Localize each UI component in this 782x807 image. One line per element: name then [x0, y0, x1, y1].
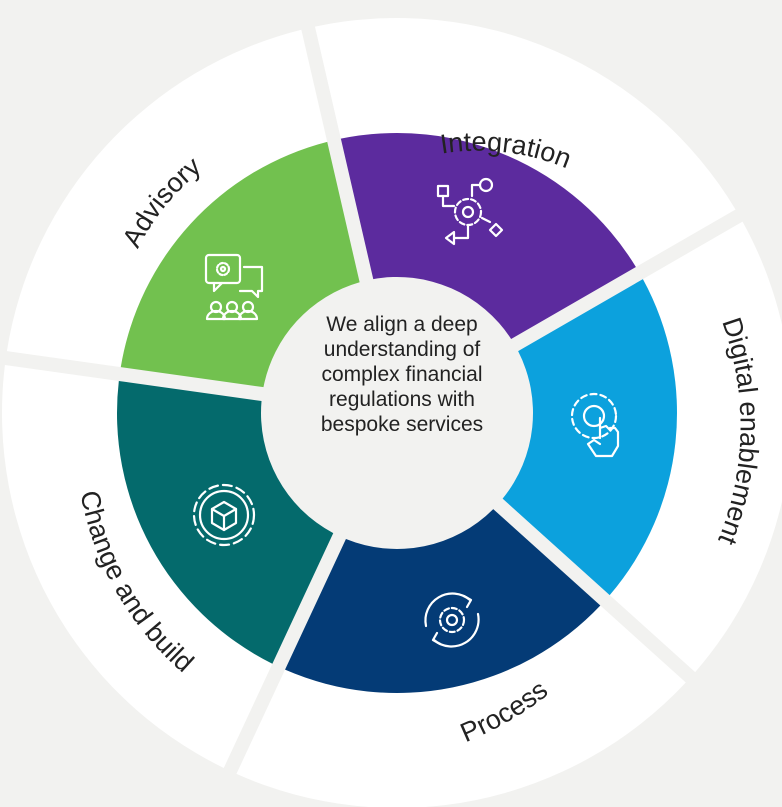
outer-sector-change	[2, 364, 273, 768]
center-line: bespoke services	[320, 413, 484, 436]
outer-sector-process	[236, 605, 686, 807]
gear-cycle-icon	[424, 592, 480, 648]
inner-sector-change	[116, 380, 334, 664]
gear-touch-icon	[570, 392, 620, 458]
outer-ring	[2, 18, 782, 807]
consultation-gear-icon	[204, 253, 264, 321]
outer-sector-digital	[609, 221, 782, 673]
center-line: understanding of	[323, 338, 481, 361]
center-line: We align a deep	[326, 313, 478, 336]
workflow-gear-icon	[436, 177, 504, 246]
center-line: complex financial	[321, 363, 483, 386]
inner-sector-process	[285, 509, 601, 693]
center-hub	[262, 278, 532, 548]
center-line: regulations with	[329, 388, 475, 411]
outer-sector-integration	[314, 18, 736, 267]
center-statement: We align a deep understanding of complex…	[272, 312, 532, 437]
outer-sector-advisory	[6, 29, 328, 368]
gear-cube-icon	[192, 483, 256, 547]
inner-sector-digital	[502, 279, 677, 596]
inner-sector-integration	[340, 133, 636, 340]
